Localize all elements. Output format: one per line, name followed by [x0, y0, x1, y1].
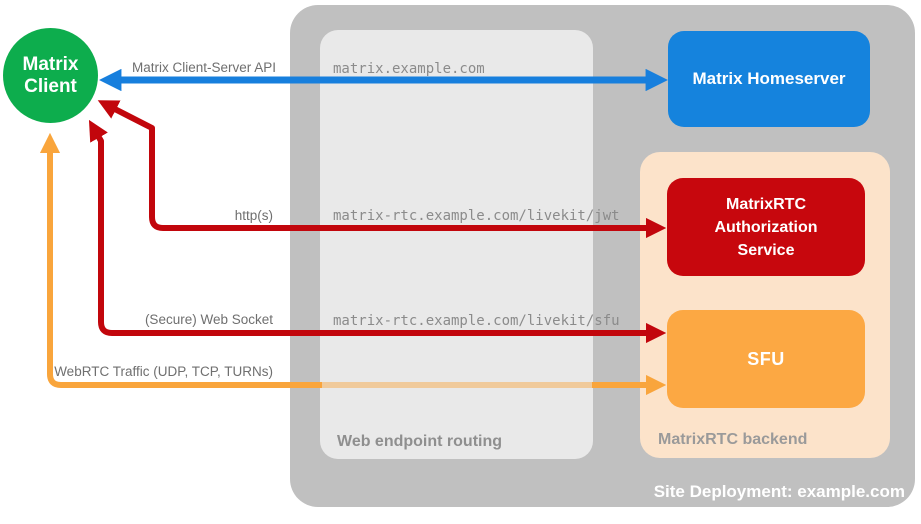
- matrix-homeserver-node: Matrix Homeserver: [668, 31, 870, 127]
- sfu-endpoint-url: matrix-rtc.example.com/livekit/sfu: [333, 313, 620, 329]
- matrix-client-label-line2: Client: [24, 75, 77, 97]
- matrixrtc-authorization-service-label: MatrixRTC Authorization Service: [714, 195, 818, 259]
- webrtc-arrow-label: WebRTC Traffic (UDP, TCP, TURNs): [54, 364, 273, 379]
- matrixrtc-authorization-service-node: MatrixRTC Authorization Service: [667, 178, 865, 276]
- matrixrtc-backend-label: MatrixRTC backend: [658, 431, 808, 448]
- web-endpoint-routing-label: Web endpoint routing: [337, 433, 503, 450]
- sfu-node: SFU: [667, 310, 865, 408]
- homeserver-endpoint-url: matrix.example.com: [333, 61, 485, 77]
- sfu-label: SFU: [747, 348, 785, 369]
- cs-api-arrow-label: Matrix Client-Server API: [131, 60, 276, 75]
- matrix-homeserver-label: Matrix Homeserver: [692, 69, 846, 88]
- matrix-client-label-line1: Matrix: [22, 53, 79, 75]
- http-arrow-label: http(s): [234, 208, 273, 223]
- webrtc-arrow-segment-solid-left: [39, 132, 322, 388]
- jwt-endpoint-url: matrix-rtc.example.com/livekit/jwt: [333, 208, 620, 224]
- site-deployment-label: Site Deployment: example.com: [653, 482, 905, 501]
- matrix-client-node: Matrix Client: [3, 28, 98, 123]
- websocket-arrow-label: (Secure) Web Socket: [144, 312, 273, 327]
- web-endpoint-routing-container: Web endpoint routing: [320, 30, 593, 459]
